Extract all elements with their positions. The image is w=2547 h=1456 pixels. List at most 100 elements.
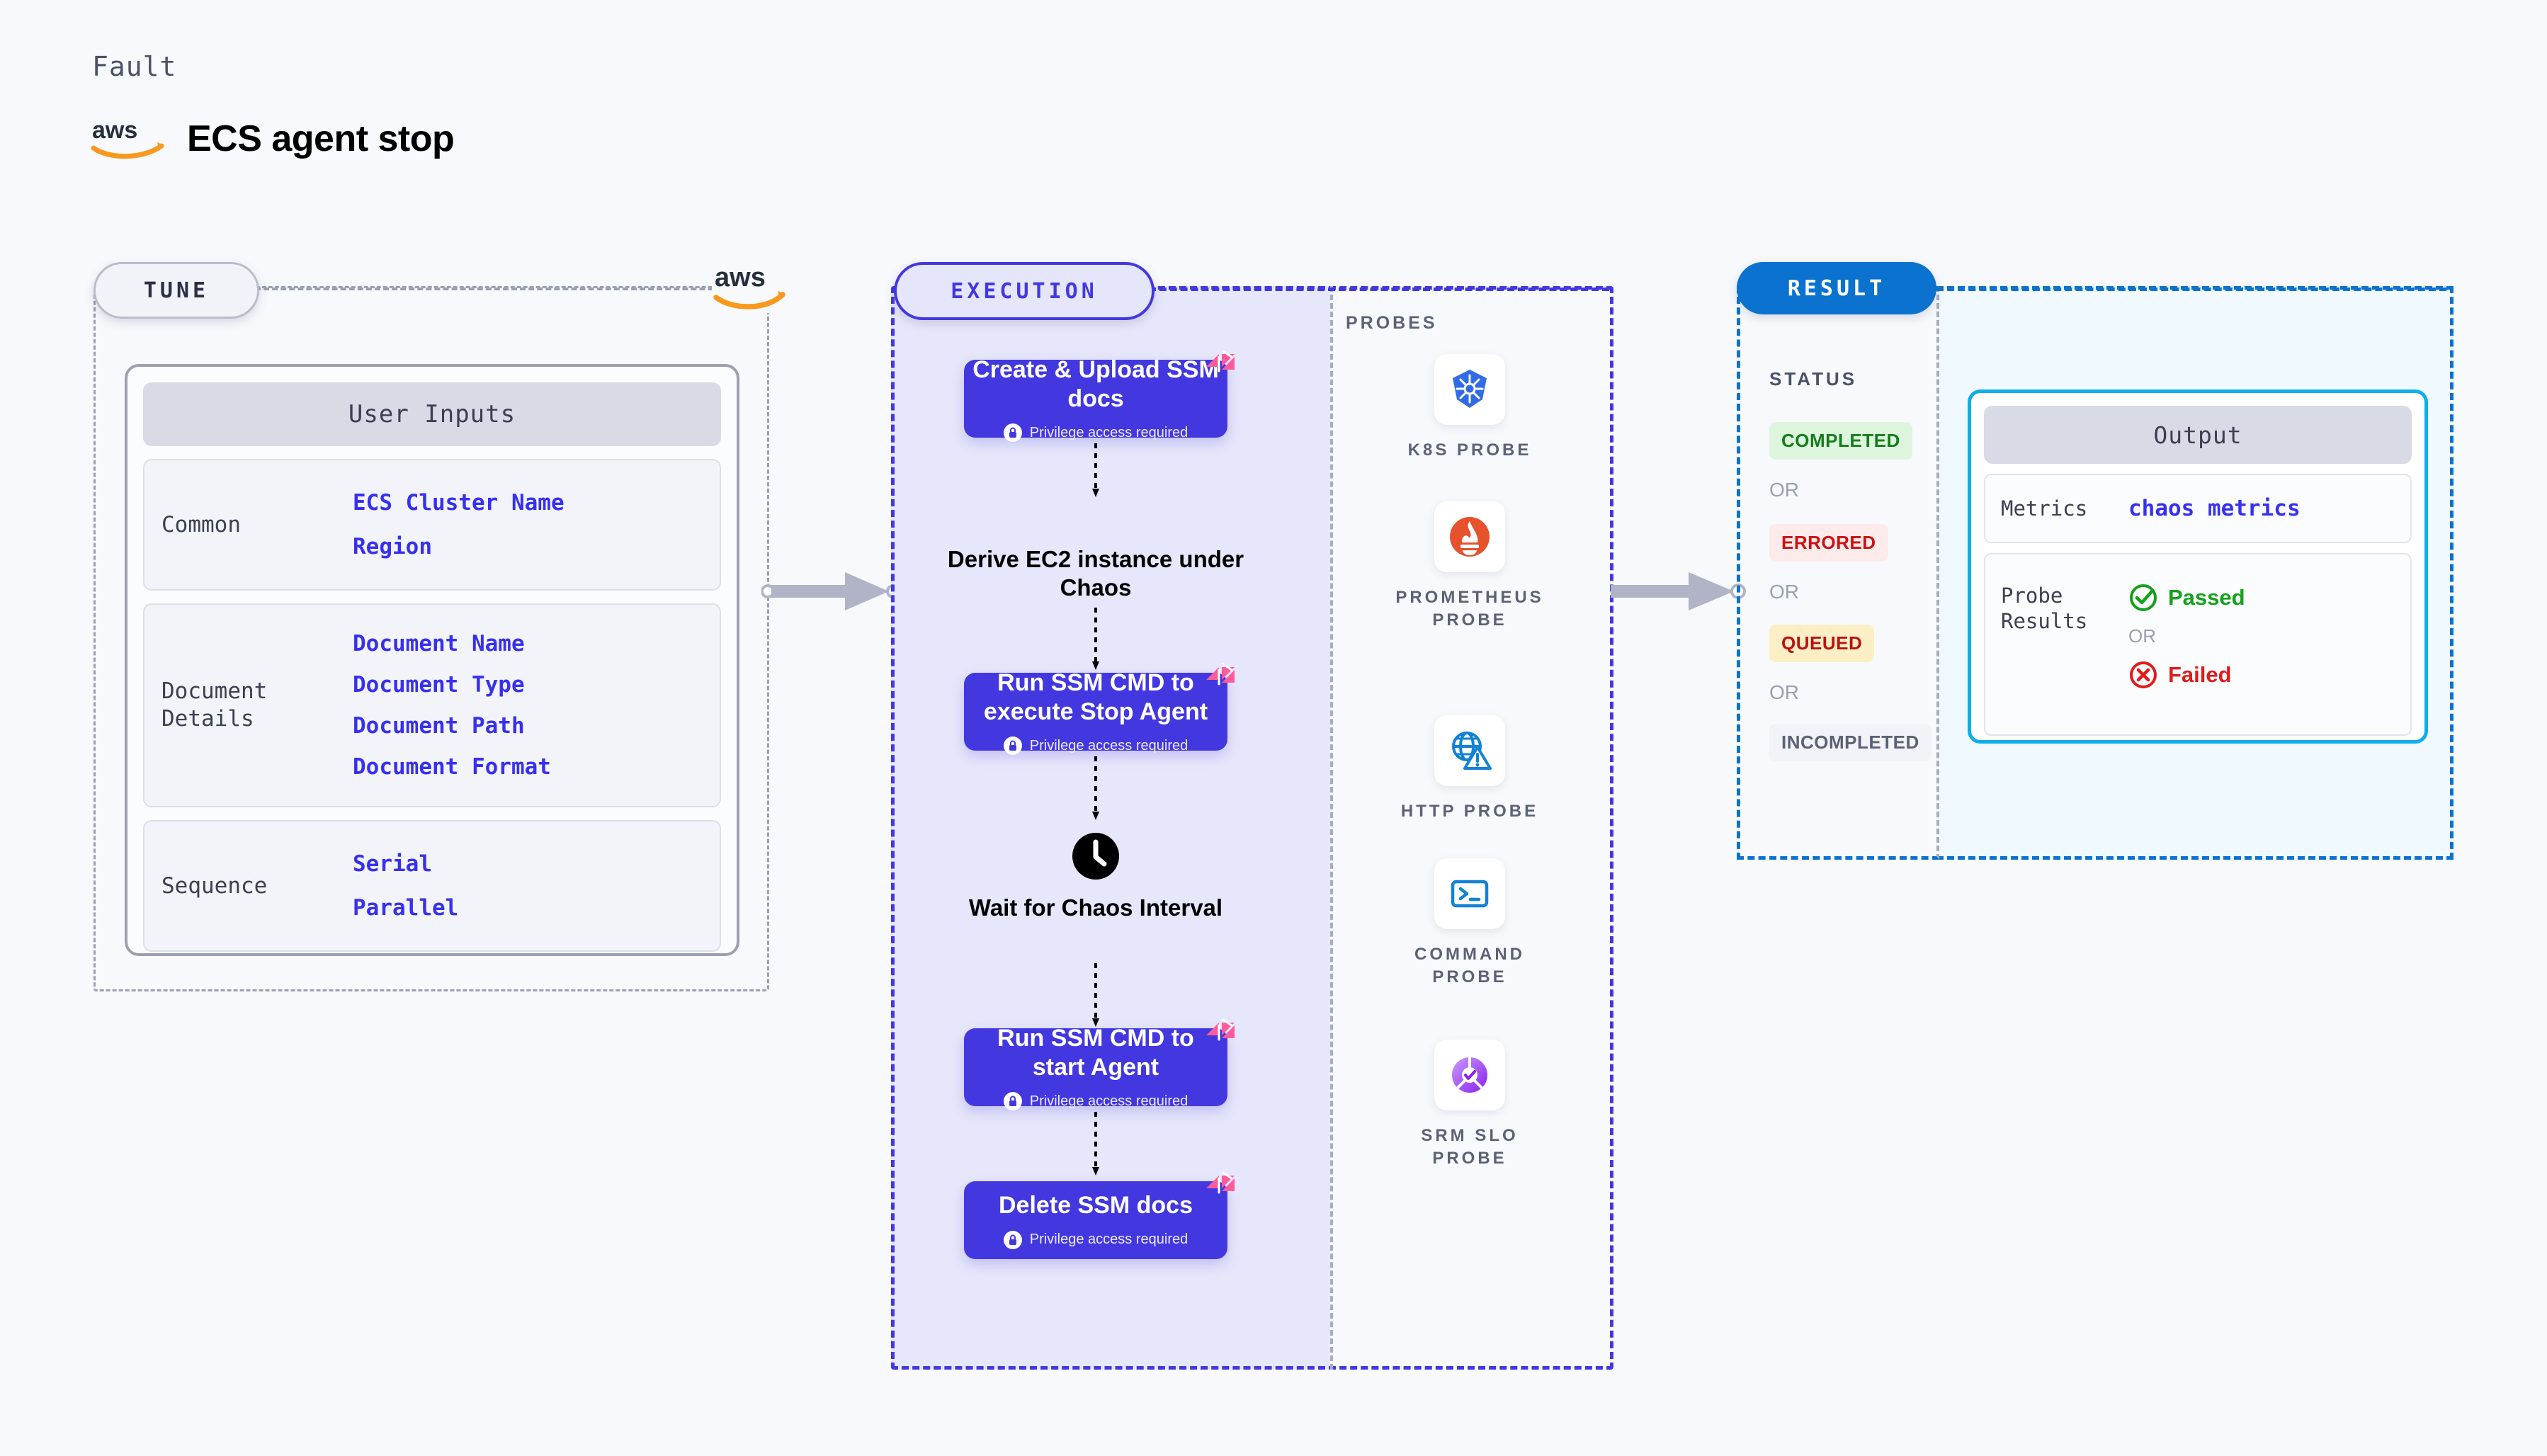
tune-value[interactable]: Document Type — [353, 672, 525, 698]
tune-value[interactable]: Document Name — [353, 631, 525, 656]
probe-result-passed-text: Passed — [2168, 585, 2245, 610]
probe-command[interactable]: COMMAND PROBE — [1381, 858, 1558, 989]
flow-node-delete-ssm-docs[interactable]: Delete SSM docs Privilege access require… — [964, 1171, 1235, 1259]
chaos-fault-badge-icon — [1206, 1018, 1235, 1041]
output-header: Output — [1984, 406, 2412, 464]
flow-node-run-ssm-cmd-stop-agent[interactable]: Run SSM CMD to execute Stop Agent Privil… — [964, 663, 1235, 756]
terminal-icon — [1451, 880, 1489, 908]
privilege-badge: Privilege access required — [1003, 1230, 1189, 1249]
status-badge-errored: ERRORED — [1769, 524, 1888, 562]
prometheus-icon — [1450, 517, 1490, 557]
probe-http[interactable]: HTTP PROBE — [1381, 715, 1558, 823]
output-key: Metrics — [2001, 496, 2088, 521]
lock-icon — [1003, 1092, 1022, 1111]
status-badge-incompleted: INCOMPLETED — [1769, 724, 1931, 761]
connector-execution-to-result — [1611, 572, 1746, 610]
user-inputs-header: User Inputs — [143, 382, 721, 446]
tune-value[interactable]: Serial — [353, 851, 432, 877]
http-globe-icon — [1452, 732, 1492, 770]
fault-label: Fault — [92, 51, 177, 82]
flow-step-wait-for-chaos-interval: Wait for Chaos Interval — [947, 894, 1244, 922]
tune-value[interactable]: ECS Cluster Name — [353, 490, 565, 516]
flow-arrow — [1092, 443, 1099, 497]
flow-arrow — [1092, 756, 1099, 820]
probe-k8s[interactable]: K8S PROBE — [1381, 354, 1558, 462]
status-badge-queued: QUEUED — [1769, 625, 1875, 662]
tune-value[interactable]: Document Format — [353, 754, 551, 780]
or-label: OR — [2128, 625, 2156, 647]
status-label: STATUS — [1769, 368, 1858, 389]
privilege-text: Privilege access required — [1029, 424, 1189, 440]
page-title-row: aws ECS agent stop — [91, 117, 455, 161]
flow-arrow — [1092, 963, 1099, 1027]
tune-value[interactable]: Parallel — [353, 895, 459, 921]
probe-srm-slo[interactable]: SRM SLO PROBE — [1381, 1040, 1558, 1171]
chaos-fault-badge-icon — [1206, 663, 1235, 686]
or-label: OR — [1769, 681, 1799, 703]
x-circle-icon — [2130, 661, 2157, 688]
connector-tune-to-execution — [761, 572, 900, 610]
privilege-badge: Privilege access required — [1003, 1092, 1188, 1111]
privilege-text: Privilege access required — [1029, 1232, 1189, 1248]
kubernetes-icon — [1453, 370, 1487, 408]
probes-divider — [1330, 286, 1333, 1370]
tune-section-document-details[interactable]: Document Details Document Name Document … — [143, 603, 721, 807]
flow-node-run-ssm-cmd-start-agent[interactable]: Run SSM CMD to start Agent Privilege acc… — [964, 1018, 1235, 1111]
tune-section-key: Sequence — [161, 872, 268, 899]
flow-node-title: Delete SSM docs — [999, 1192, 1193, 1219]
tune-panel-border — [93, 286, 769, 991]
probe-tile — [1434, 354, 1505, 425]
probe-tile — [1434, 715, 1505, 786]
tune-panel-pill[interactable]: TUNE — [93, 262, 259, 319]
lock-icon — [1003, 1230, 1022, 1249]
clock-icon — [1072, 833, 1119, 880]
aws-logo-icon: aws — [713, 263, 785, 309]
lock-icon — [1003, 423, 1022, 443]
output-row-probe-results: Probe Results Passed OR Failed — [1984, 553, 2412, 736]
flow-node-title: Run SSM CMD to start Agent — [997, 1024, 1194, 1081]
probe-tile — [1434, 1040, 1505, 1110]
output-metrics-value[interactable]: chaos metrics — [2128, 496, 2301, 521]
probes-label: PROBES — [1346, 313, 1438, 333]
tune-value[interactable]: Region — [353, 534, 432, 559]
status-badge-completed: COMPLETED — [1769, 422, 1912, 460]
probe-result-failed-text: Failed — [2168, 662, 2232, 687]
chaos-fault-badge-icon — [1206, 350, 1235, 372]
flow-node-create-upload-ssm-docs[interactable]: Create & Upload SSM docs Privilege acces… — [964, 350, 1235, 443]
flow-arrow — [1092, 608, 1099, 670]
lock-icon — [1003, 736, 1022, 756]
user-inputs-card: User Inputs Common ECS Cluster Name Regi… — [125, 364, 739, 956]
privilege-text: Privilege access required — [1029, 737, 1189, 753]
result-panel-pill[interactable]: RESULT — [1737, 262, 1936, 314]
tune-value[interactable]: Document Path — [353, 713, 525, 739]
flow-node-title: Run SSM CMD to execute Stop Agent — [983, 669, 1208, 725]
probe-label: PROMETHEUS PROBE — [1395, 588, 1544, 630]
or-label: OR — [1769, 581, 1799, 603]
srm-slo-icon — [1452, 1057, 1487, 1093]
probe-tile — [1434, 858, 1505, 929]
probe-label: HTTP PROBE — [1400, 802, 1539, 821]
execution-panel-pill[interactable]: EXECUTION — [894, 262, 1155, 320]
probe-label: SRM SLO PROBE — [1421, 1126, 1519, 1168]
tune-section-common[interactable]: Common ECS Cluster Name Region — [143, 459, 721, 591]
probe-tile — [1434, 501, 1505, 572]
aws-logo-icon: aws — [91, 117, 164, 159]
probe-prometheus[interactable]: PROMETHEUS PROBE — [1381, 501, 1558, 632]
output-row-metrics[interactable]: Metrics chaos metrics — [1984, 474, 2412, 543]
output-key: Probe Results — [2001, 584, 2088, 634]
execution-dash-connector — [1149, 288, 1609, 291]
tune-section-key: Document Details — [161, 678, 268, 732]
flow-step-title: Derive EC2 instance under Chaos — [947, 546, 1244, 601]
tune-section-key: Common — [161, 511, 241, 538]
svg-text:aws: aws — [715, 263, 766, 292]
aws-logo-badge: aws — [712, 261, 788, 313]
flow-step-title: Wait for Chaos Interval — [968, 894, 1223, 921]
probe-label: COMMAND PROBE — [1414, 945, 1525, 987]
check-circle-icon — [2130, 584, 2157, 611]
flow-step-derive-ec2-instance: Derive EC2 instance under Chaos — [947, 545, 1244, 603]
probe-label: K8S PROBE — [1407, 440, 1532, 460]
result-dash-connector — [1936, 288, 2446, 291]
probe-result-passed: Passed — [2128, 583, 2245, 613]
svg-text:aws: aws — [92, 117, 137, 144]
tune-section-sequence[interactable]: Sequence Serial Parallel — [143, 820, 721, 952]
